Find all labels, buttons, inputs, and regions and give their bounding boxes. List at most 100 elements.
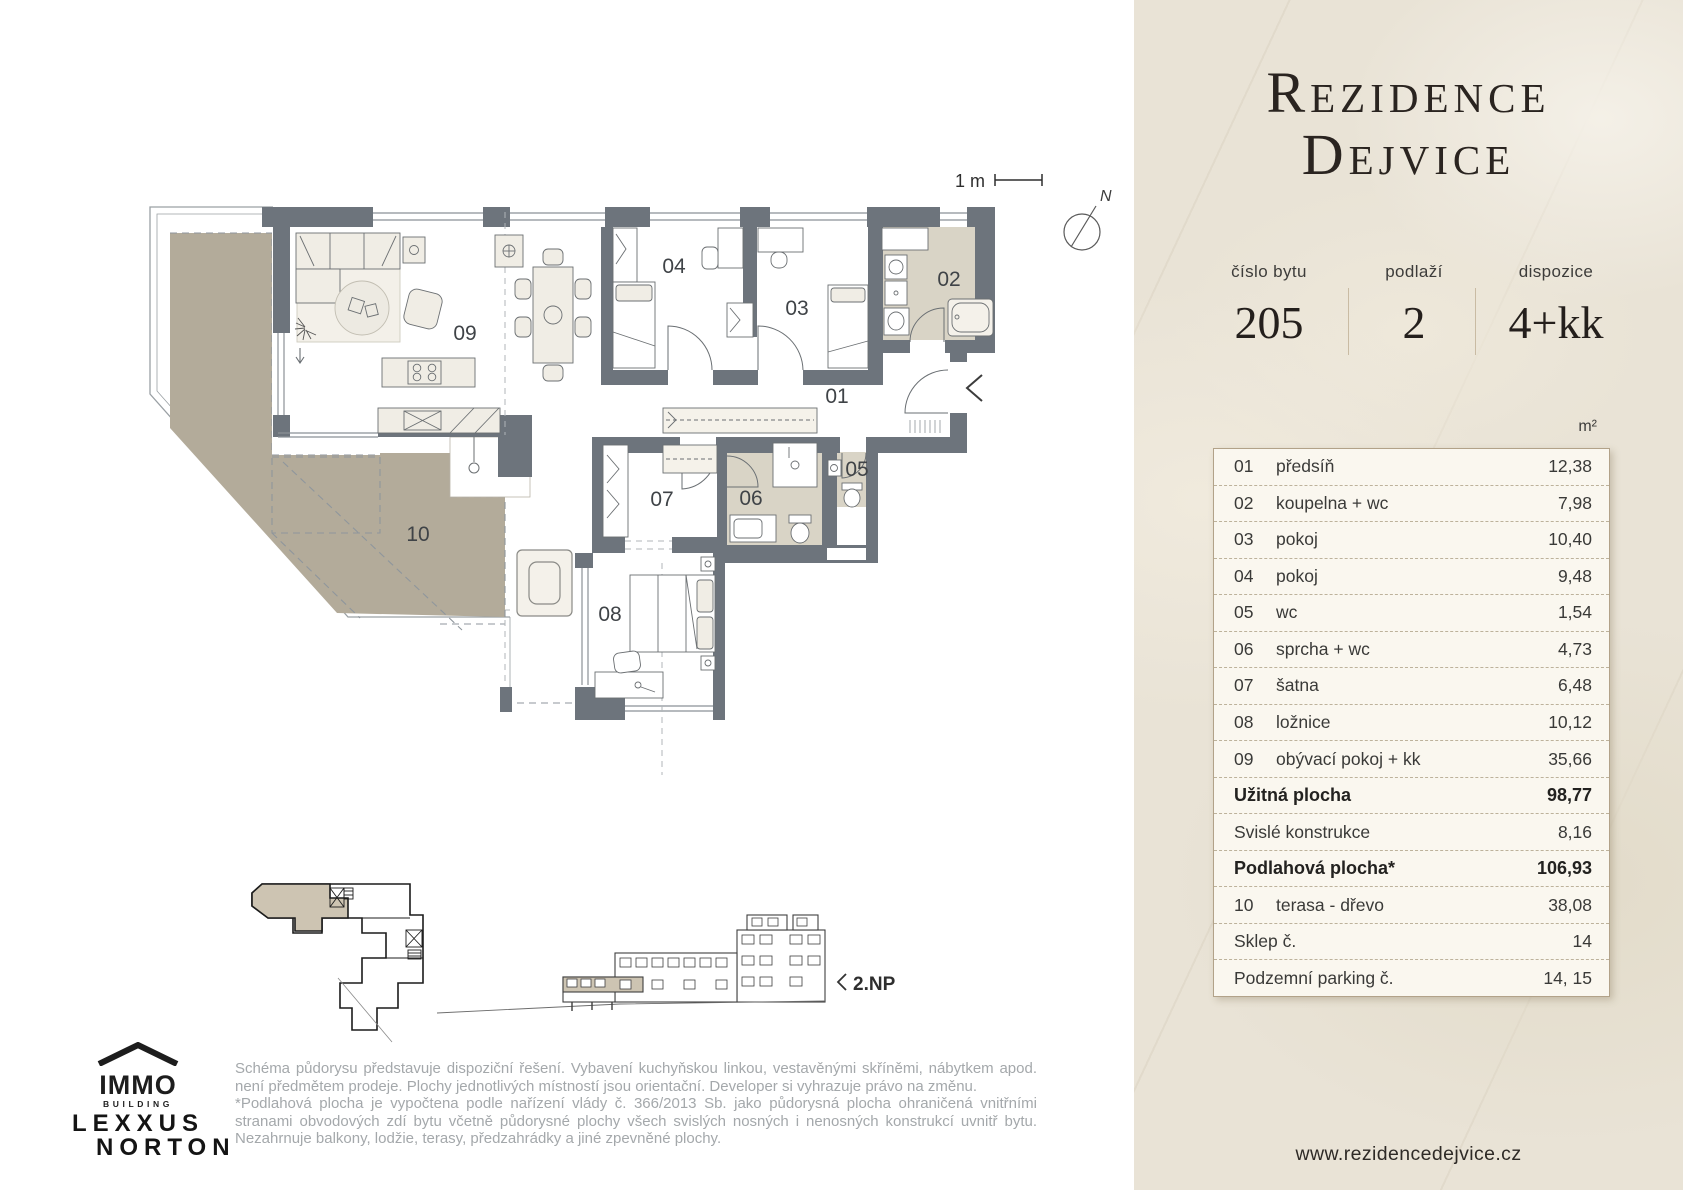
elevation-floor-tag: 2.NP	[836, 973, 896, 995]
table-row: 02 koupelna + wc 7,98	[1214, 484, 1609, 522]
terrace-floor	[170, 233, 505, 617]
table-row: 05 wc 1,54	[1214, 594, 1609, 631]
immo-logo-text: IMMO	[99, 1070, 177, 1100]
room-label-04: 04	[662, 255, 686, 278]
room-area: 1,54	[1557, 602, 1592, 623]
total-name: Užitná plocha	[1234, 785, 1352, 806]
site-highlighted-unit	[251, 883, 349, 932]
total-area: 106,93	[1536, 858, 1592, 879]
room-label-08: 08	[598, 603, 621, 626]
room-area: 6,48	[1557, 675, 1592, 696]
room-number: 06	[1234, 638, 1254, 659]
room-labels: 09 04 03 02 01 05 06 07 08 10	[406, 255, 960, 626]
doors	[295, 307, 949, 490]
room-label-01: 01	[825, 385, 848, 408]
compass-icon: N	[1063, 188, 1112, 251]
room-name: šatna	[1276, 675, 1319, 696]
website-link[interactable]: www.rezidencedejvice.cz	[1295, 1143, 1522, 1165]
table-row: Sklep č. 14	[1214, 922, 1609, 960]
table-row-total: Podlahová plocha* 106,93	[1214, 849, 1609, 887]
table-row: 07 šatna 6,48	[1214, 667, 1609, 704]
building-elevation	[436, 914, 826, 1014]
furniture	[294, 227, 994, 699]
room-area: 12,38	[1548, 456, 1592, 477]
room-label-10: 10	[406, 523, 429, 546]
unit-floor-value: 2	[1402, 297, 1426, 348]
terrace-deck-feature	[516, 549, 573, 617]
room-area: 14, 15	[1543, 967, 1592, 988]
lexxus-logo-line2: NORTON	[96, 1134, 236, 1161]
room-name: pokoj	[1276, 565, 1318, 586]
table-row: Podzemní parking č. 14, 15	[1214, 959, 1609, 996]
room-name: terasa - dřevo	[1276, 894, 1384, 915]
room-name: Podzemní parking č.	[1234, 967, 1394, 988]
windows	[273, 207, 967, 712]
table-row: 06 sprcha + wc 4,73	[1214, 630, 1609, 668]
scale-bar-label: 1 m	[955, 171, 985, 191]
disclaimer-paragraph-1: Schéma půdorysu představuje dispoziční ř…	[235, 1060, 1037, 1095]
disclaimer-text: Schéma půdorysu představuje dispoziční ř…	[235, 1060, 1037, 1148]
unit-layout-label: dispozice	[1518, 262, 1594, 281]
room-label-09: 09	[453, 322, 476, 345]
unit-layout-block: dispozice 4+kk	[1471, 262, 1641, 349]
compass-north-label: N	[1100, 188, 1112, 205]
room-area: 10,12	[1548, 711, 1592, 732]
room-name: pokoj	[1276, 529, 1318, 550]
immo-building-logo: IMMO BUILDING	[95, 1041, 181, 1109]
room-number: 05	[1234, 602, 1254, 623]
room-label-07: 07	[650, 488, 673, 511]
unit-number-value: 205	[1234, 297, 1304, 348]
room-area: 8,16	[1557, 821, 1592, 842]
unit-number-block: číslo bytu 205	[1184, 262, 1354, 349]
table-row-total: Užitná plocha 98,77	[1214, 776, 1609, 814]
room-name: Svislé konstrukce	[1234, 821, 1371, 842]
chevron-left-icon	[836, 973, 847, 991]
terrace-dashed-lines	[170, 232, 575, 704]
total-area: 98,77	[1546, 785, 1592, 806]
table-row: 04 pokoj 9,48	[1214, 557, 1609, 595]
lexxus-logo-line1: LEXXUS	[72, 1110, 205, 1137]
info-panel: Rezidence Dejvice číslo bytu 205 podlaží…	[1134, 0, 1683, 1190]
project-title-line1: Rezidence	[1266, 60, 1551, 125]
room-number: 03	[1234, 529, 1254, 550]
room-name: wc	[1276, 602, 1298, 623]
unit-floor-block: podlaží 2	[1329, 262, 1499, 349]
floor-plan-drawing: 1 m N	[149, 171, 1112, 1043]
room-name: obývací pokoj + kk	[1276, 748, 1421, 769]
scale-bar: 1 m	[955, 171, 1043, 191]
immo-logo-subtext: BUILDING	[103, 1099, 173, 1109]
room-number: 02	[1234, 492, 1254, 513]
floor-label: 2.NP	[853, 974, 896, 995]
room-name: Sklep č.	[1234, 931, 1297, 952]
table-row: 03 pokoj 10,40	[1214, 521, 1609, 558]
room-name: sprcha + wc	[1276, 638, 1370, 659]
floor-plan-pane: 1 m N	[72, 171, 1112, 1161]
room-label-02: 02	[937, 268, 960, 291]
project-title-line2: Dejvice	[1301, 122, 1516, 187]
table-row: 08 ložnice 10,12	[1214, 703, 1609, 741]
immo-roof-icon	[97, 1041, 179, 1067]
divider	[1475, 288, 1476, 355]
room-area: 4,73	[1557, 638, 1592, 659]
room-number: 08	[1234, 711, 1254, 732]
site-key-plan	[251, 883, 424, 1043]
room-area: 7,98	[1557, 492, 1592, 513]
table-row: 01 předsíň 12,38	[1214, 449, 1609, 485]
room-number: 01	[1234, 456, 1254, 477]
room-area: 10,40	[1548, 529, 1592, 550]
room-label-06: 06	[739, 487, 762, 510]
unit-layout-value: 4+kk	[1508, 297, 1604, 348]
room-number: 10	[1234, 894, 1254, 915]
room-name: koupelna + wc	[1276, 492, 1389, 513]
room-name: předsíň	[1276, 456, 1335, 477]
total-name: Podlahová plocha*	[1234, 858, 1396, 879]
room-label-03: 03	[785, 297, 808, 320]
room-name: ložnice	[1276, 711, 1331, 732]
divider	[1348, 288, 1349, 355]
table-row: 10 terasa - dřevo 38,08	[1214, 886, 1609, 923]
disclaimer-paragraph-2: *Podlahová plocha je vypočtena podle nař…	[235, 1095, 1037, 1148]
entry-chevron-icon	[965, 374, 983, 402]
room-number: 07	[1234, 675, 1254, 696]
unit-floor-label: podlaží	[1385, 262, 1443, 281]
room-number: 04	[1234, 565, 1254, 586]
